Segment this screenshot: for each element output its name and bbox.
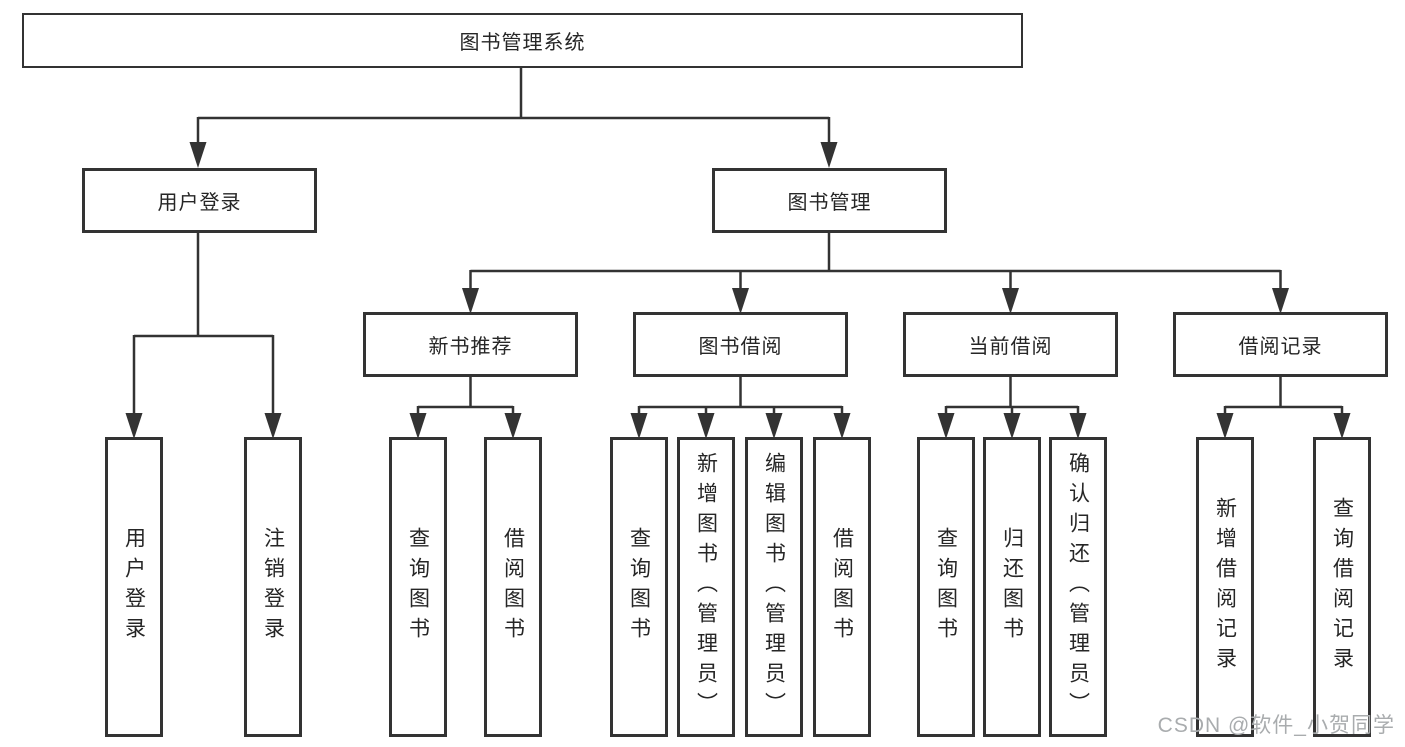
leaf-current-return-books: 归还图书 [983,437,1041,737]
node-user-login: 用户登录 [82,168,317,233]
leaf-records-add-record: 新增借阅记录 [1196,437,1254,737]
leaf-logout-label: 注销登录 [261,527,285,647]
leaf-borrow-borrow-books-label: 借阅图书 [830,527,854,647]
leaf-newbook-query-books-label: 查询图书 [406,527,430,647]
node-book-borrow: 图书借阅 [633,312,848,377]
node-book-management: 图书管理 [712,168,947,233]
leaf-current-query-books: 查询图书 [917,437,975,737]
leaf-newbook-query-books: 查询图书 [389,437,447,737]
leaf-newbook-borrow-books-label: 借阅图书 [501,527,525,647]
leaf-borrow-edit-books-admin: 编辑图书（管理员） [745,437,803,737]
node-library-system: 图书管理系统 [22,13,1023,68]
leaf-current-confirm-return-admin-label: 确认归还（管理员） [1066,452,1090,722]
leaf-records-query-record: 查询借阅记录 [1313,437,1371,737]
leaf-user-login: 用户登录 [105,437,163,737]
node-new-book-recommend: 新书推荐 [363,312,578,377]
node-current-borrow: 当前借阅 [903,312,1118,377]
leaf-user-login-label: 用户登录 [122,527,146,647]
arrowheads [125,142,1351,439]
leaf-current-query-books-label: 查询图书 [934,527,958,647]
leaf-borrow-borrow-books: 借阅图书 [813,437,871,737]
node-borrow-records: 借阅记录 [1173,312,1388,377]
leaf-borrow-add-books-admin: 新增图书（管理员） [677,437,735,737]
leaf-borrow-edit-books-admin-label: 编辑图书（管理员） [762,452,786,722]
leaf-logout: 注销登录 [244,437,302,737]
leaf-borrow-query-books-label: 查询图书 [627,527,651,647]
leaf-borrow-query-books: 查询图书 [610,437,668,737]
leaf-borrow-add-books-admin-label: 新增图书（管理员） [694,452,718,722]
leaf-current-return-books-label: 归还图书 [1000,527,1024,647]
leaf-current-confirm-return-admin: 确认归还（管理员） [1049,437,1107,737]
leaf-newbook-borrow-books: 借阅图书 [484,437,542,737]
leaf-records-add-record-label: 新增借阅记录 [1213,497,1237,677]
leaf-records-query-record-label: 查询借阅记录 [1330,497,1354,677]
